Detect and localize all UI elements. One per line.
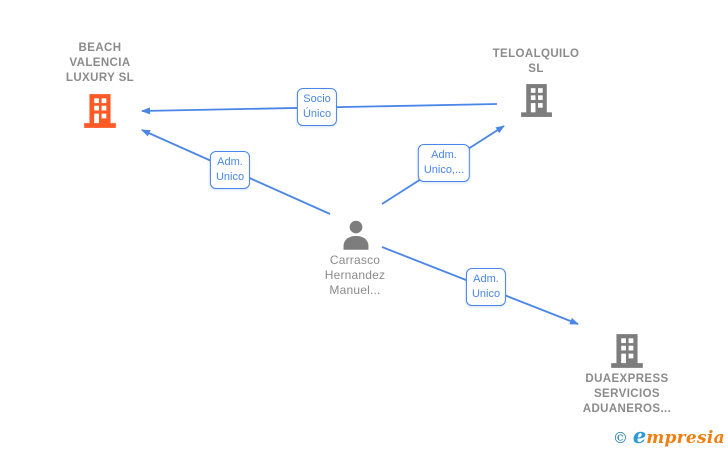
building-icon[interactable] xyxy=(81,92,119,130)
copyright-icon: © xyxy=(612,429,628,447)
edge-label-adm-unico-teloalquilo[interactable]: Adm. Unico,... xyxy=(417,144,471,182)
edge-label-line: Único xyxy=(302,108,332,120)
person-icon[interactable] xyxy=(337,216,375,254)
edge-label-line: Unico,... xyxy=(423,164,465,176)
edge-label-line: Unico xyxy=(215,171,245,183)
logo-text-rest: mpresia xyxy=(646,428,725,448)
edge-label-socio-unico[interactable]: Socio Único xyxy=(296,88,338,126)
edge-label-line: Unico xyxy=(471,288,501,300)
node-label-beach-valencia[interactable]: BEACH VALENCIA LUXURY SL xyxy=(65,42,135,84)
edge-label-line: Adm. xyxy=(473,273,499,285)
edge-label-adm-unico-duaexpress[interactable]: Adm. Unico xyxy=(465,268,507,306)
node-label-carrasco[interactable]: Carrasco Hernandez Manuel... xyxy=(324,253,386,297)
edge-label-line: Adm. xyxy=(217,156,243,168)
logo-text-e: e xyxy=(632,423,647,448)
node-label-duaexpress[interactable]: DUAEXPRESS SERVICIOS ADUANEROS... xyxy=(582,373,672,415)
node-label-teloalquilo[interactable]: TELOALQUILO SL xyxy=(492,48,580,75)
edge-label-adm-unico-beach[interactable]: Adm. Unico xyxy=(209,151,251,189)
edge-label-line: Socio xyxy=(303,93,331,105)
building-icon[interactable] xyxy=(608,332,646,370)
edge-label-line: Adm. xyxy=(431,149,457,161)
building-icon[interactable] xyxy=(518,82,555,119)
empresia-logo[interactable]: © e mpresia xyxy=(613,423,725,448)
